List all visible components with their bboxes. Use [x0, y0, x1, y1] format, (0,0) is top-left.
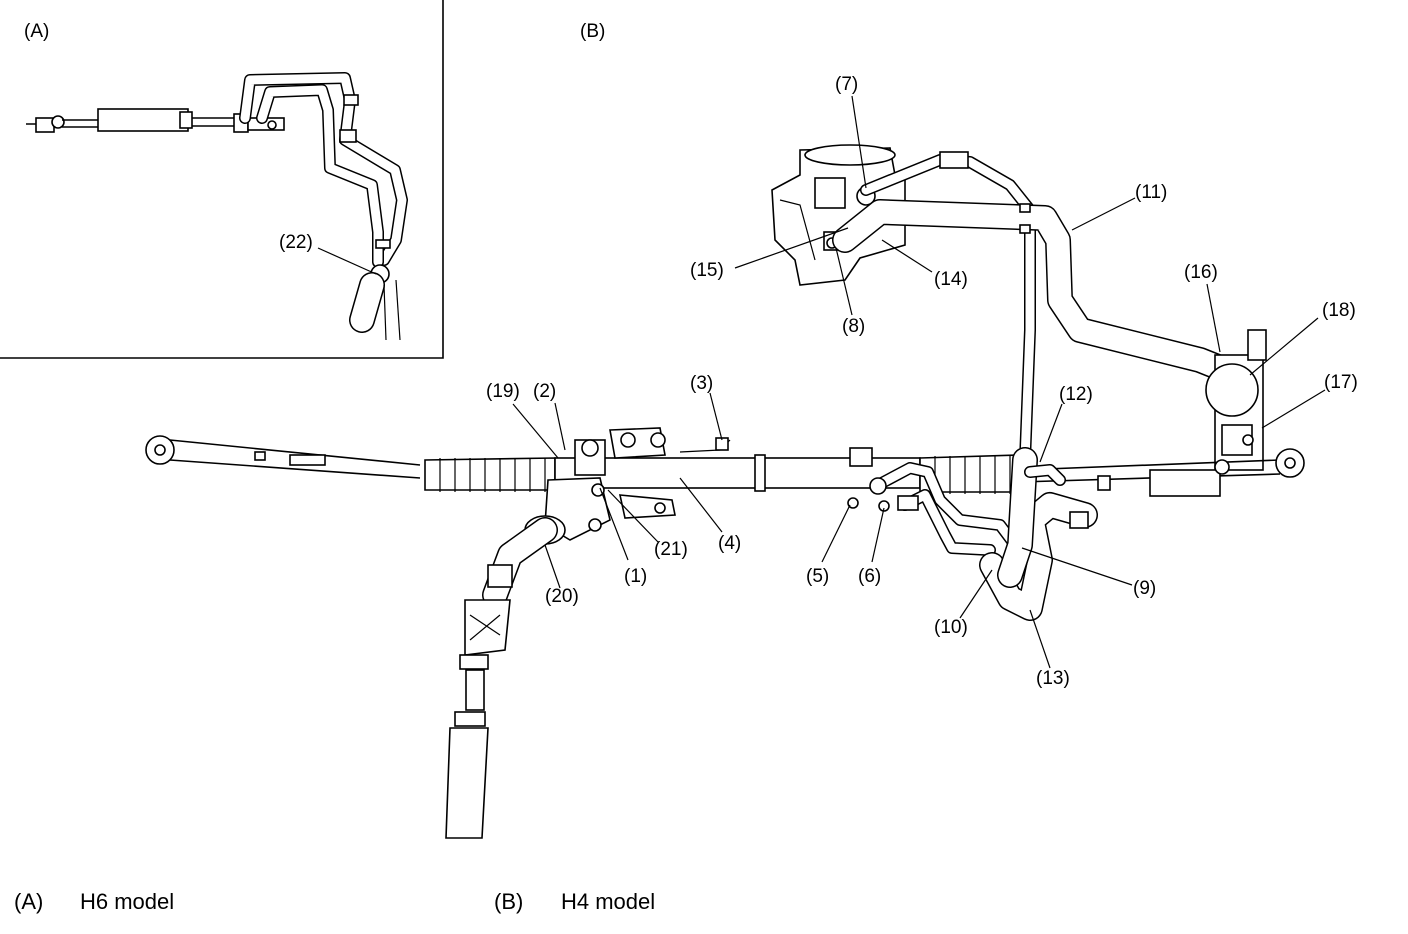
- rack-pipes: [847, 447, 1098, 621]
- inset-panel-h6: (A): [0, 0, 444, 359]
- inset-pipes: [239, 72, 408, 341]
- callout-13: (13): [1036, 668, 1070, 689]
- legend-key-b: (B): [494, 889, 523, 914]
- callout-labels: (1) (2) (3) (4) (5) (6) (7) (8) (9) (10)…: [279, 74, 1358, 689]
- callout-8: (8): [842, 316, 865, 337]
- callout-4: (4): [718, 533, 741, 554]
- callout-12: (12): [1059, 384, 1093, 405]
- callout-21: (21): [654, 539, 688, 560]
- pump-hoses: [832, 151, 1238, 466]
- callout-22: (22): [279, 232, 313, 253]
- callout-18: (18): [1322, 300, 1356, 321]
- callout-20: (20): [545, 586, 579, 607]
- leader-lines: [317, 95, 1326, 669]
- legend: (A) H6 model (B) H4 model: [14, 889, 655, 914]
- inset-panel-tag: (A): [24, 21, 49, 42]
- callout-7: (7): [835, 74, 858, 95]
- callout-10: (10): [934, 617, 968, 638]
- steering-gearbox: [145, 427, 1305, 497]
- main-panel-tag: (B): [580, 21, 605, 42]
- callout-6: (6): [858, 566, 881, 587]
- inset-steering-rack: [26, 108, 285, 133]
- legend-text-b: H4 model: [561, 889, 655, 914]
- callout-19: (19): [486, 381, 520, 402]
- callout-15: (15): [690, 260, 724, 281]
- callout-1: (1): [624, 566, 647, 587]
- callout-9: (9): [1133, 578, 1156, 599]
- reservoir-tank: [1205, 329, 1267, 471]
- callout-16: (16): [1184, 262, 1218, 283]
- callout-14: (14): [934, 269, 968, 290]
- callout-3: (3): [690, 373, 713, 394]
- legend-text-a: H6 model: [80, 889, 174, 914]
- callout-11: (11): [1135, 182, 1167, 203]
- callout-17: (17): [1324, 372, 1358, 393]
- legend-key-a: (A): [14, 889, 43, 914]
- callout-5: (5): [806, 566, 829, 587]
- inset-frame: [0, 0, 444, 359]
- steering-column: [445, 517, 558, 839]
- callout-2: (2): [533, 381, 556, 402]
